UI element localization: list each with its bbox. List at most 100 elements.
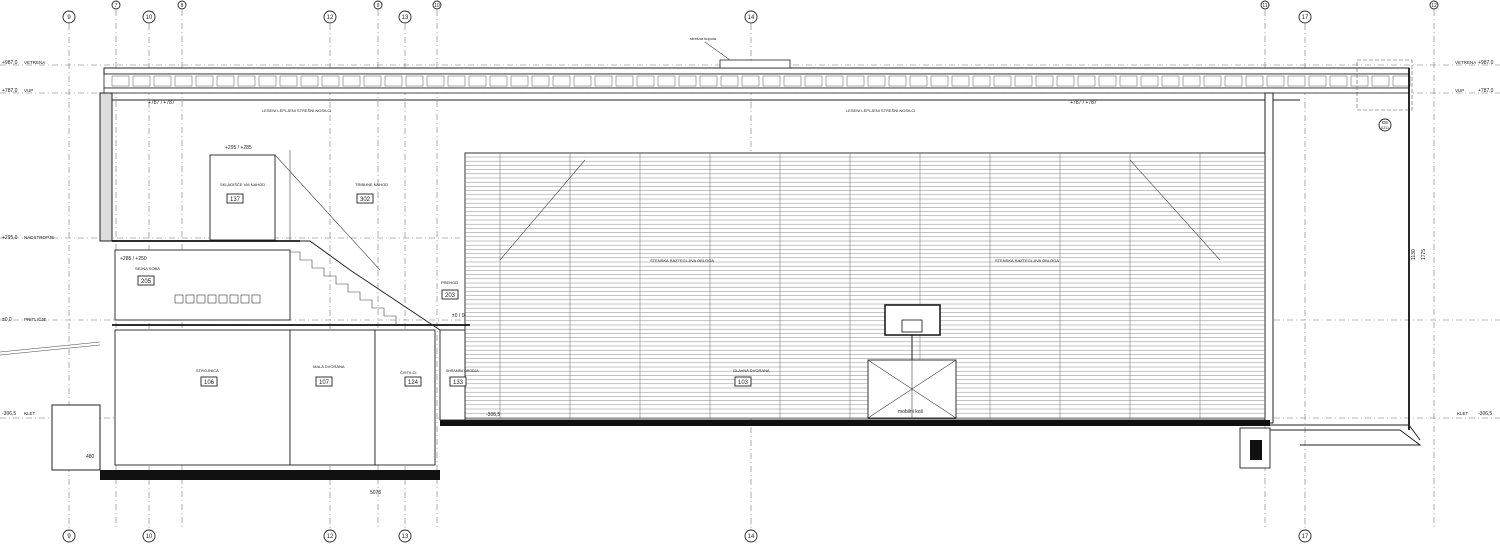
svg-text:+787 / +787: +787 / +787 [1070,100,1097,106]
svg-text:12: 12 [327,534,334,540]
level-markers-left: +987,0 VETRENA +787,0 VUP +295,0 NADSTRO… [2,60,54,417]
grid-axis-bottom-13: 13 [398,529,412,543]
roof-panel [678,75,697,87]
svg-text:+295 / +285: +295 / +285 [225,145,252,151]
roof-panel [300,75,319,87]
svg-text:9: 9 [67,15,71,21]
roof-panel [930,75,949,87]
svg-text:VUP: VUP [1455,88,1464,93]
svg-text:+295,0: +295,0 [2,235,18,241]
room-tag-133: SHRAMBA ORODJA 133 [446,369,479,387]
level-marker-klet: -306,5 KLET [2,411,36,417]
roof-panel [426,75,445,87]
basketball-hoop: mobilni koš [867,304,957,419]
svg-text:MALA DVORANA: MALA DVORANA [313,364,345,369]
roof-panel [1056,75,1075,87]
roof-panel [468,75,487,87]
svg-text:NADSTROPJE: NADSTROPJE [24,235,54,240]
svg-text:D5: D5 [1382,120,1388,125]
level-marker-right-vetrena: VETRENA +987,0 [1455,60,1494,66]
svg-text:SHRAMBA ORODJA: SHRAMBA ORODJA [446,369,479,373]
svg-text:TRIBUNE NAHOD: TRIBUNE NAHOD [355,182,388,187]
roof-panel [951,75,970,87]
roof-panel [636,75,655,87]
level-marker-vup: +787,0 VUP [2,88,33,94]
roof-panel [321,75,340,87]
svg-text:12: 12 [327,15,334,21]
basement [51,154,466,471]
roof-panel [342,75,361,87]
level-marker-right-klet: KLET -306,5 [1457,411,1492,417]
roof-panel [111,75,130,87]
svg-text:STENSKA RAZTEGLJIVA OBLOGA: STENSKA RAZTEGLJIVA OBLOGA [995,258,1059,263]
svg-text:+787,0: +787,0 [2,88,18,94]
roof-panel [195,75,214,87]
level-marker-vetrena: +987,0 VETRENA [2,60,45,66]
roof-panel [573,75,592,87]
svg-text:±0 / 0: ±0 / 0 [452,313,465,319]
meeting-chairs [174,294,261,304]
level-markers-right: VETRENA +987,0 VUP +787,0 KLET -306,5 [1455,60,1494,417]
svg-text:STROJNICA: STROJNICA [196,368,219,373]
svg-text:10: 10 [146,534,153,540]
svg-text:VETRENA: VETRENA [24,60,45,65]
roof-panel [447,75,466,87]
roof-panel [174,75,193,87]
roof-panel [762,75,781,87]
svg-text:VUP: VUP [24,88,33,93]
roof-panel [363,75,382,87]
svg-text:-306,5: -306,5 [2,411,16,417]
roof-panel [237,75,256,87]
svg-text:LESENI LEPLJENI STREŠNI NOSILC: LESENI LEPLJENI STREŠNI NOSILCI [846,108,915,113]
level-marker-nadstropje: +295,0 NADSTROPJE [2,235,54,241]
svg-text:ČISTILCI: ČISTILCI [400,370,416,375]
svg-text:103: 103 [738,380,749,386]
roof-panel [279,75,298,87]
roof-panel [1266,75,1285,87]
tribune-stair [274,150,441,331]
svg-text:PRITLIČJE: PRITLIČJE [24,316,47,322]
roof-panel [258,75,277,87]
svg-text:14: 14 [748,15,755,21]
svg-text:+285 / +250: +285 / +250 [120,256,147,262]
roof-panel [489,75,508,87]
roof-panel [1245,75,1264,87]
roof-panel [216,75,235,87]
svg-text:mobilni koš: mobilni koš [898,409,924,415]
roof-panel [909,75,928,87]
roof-panel [1350,75,1369,87]
roof-skylight [719,59,791,69]
roof-structure: strešna kupola [103,36,1411,94]
roof-panel [1308,75,1327,87]
roof-panel [1203,75,1222,87]
svg-text:VETRENA: VETRENA [1455,60,1476,65]
roof-panel [1098,75,1117,87]
grid-axes-bottom: 9 10 12 13 14 17 [62,529,1312,543]
room-tags: SKLADIŠČE VM NAHOD 137 TRIBUNE NAHOD 302… [135,182,770,387]
room-tag-137: SKLADIŠČE VM NAHOD 137 [220,182,265,204]
svg-text:12: 12 [1431,3,1437,9]
svg-text:-306,5: -306,5 [486,412,500,418]
level-marker-pritlicje: ±0,0 PRITLIČJE [2,316,47,323]
svg-text:17: 17 [1302,534,1309,540]
svg-text:302: 302 [360,197,371,203]
roof-panel [783,75,802,87]
room-tag-302: TRIBUNE NAHOD 302 [355,182,388,204]
room-tag-205: SEJNA SOBA 205 [135,266,160,286]
roof-panel [132,75,151,87]
svg-text:203: 203 [445,293,456,299]
roof-panel [699,75,718,87]
svg-text:1775: 1775 [1421,249,1427,260]
room-tag-106: STROJNICA 106 [196,368,219,387]
svg-text:10: 10 [434,3,440,9]
svg-text:7: 7 [115,3,118,9]
grid-axis-12b: 12 [1429,0,1439,530]
grid-axis-bottom-14: 14 [744,529,758,543]
roof-panel [1224,75,1243,87]
grid-axis-bottom-12: 12 [323,529,337,543]
roof-panel [1182,75,1201,87]
grid-axis-17: 17 [1298,10,1312,530]
svg-text:480: 480 [86,454,95,460]
svg-text:124: 124 [408,380,419,386]
